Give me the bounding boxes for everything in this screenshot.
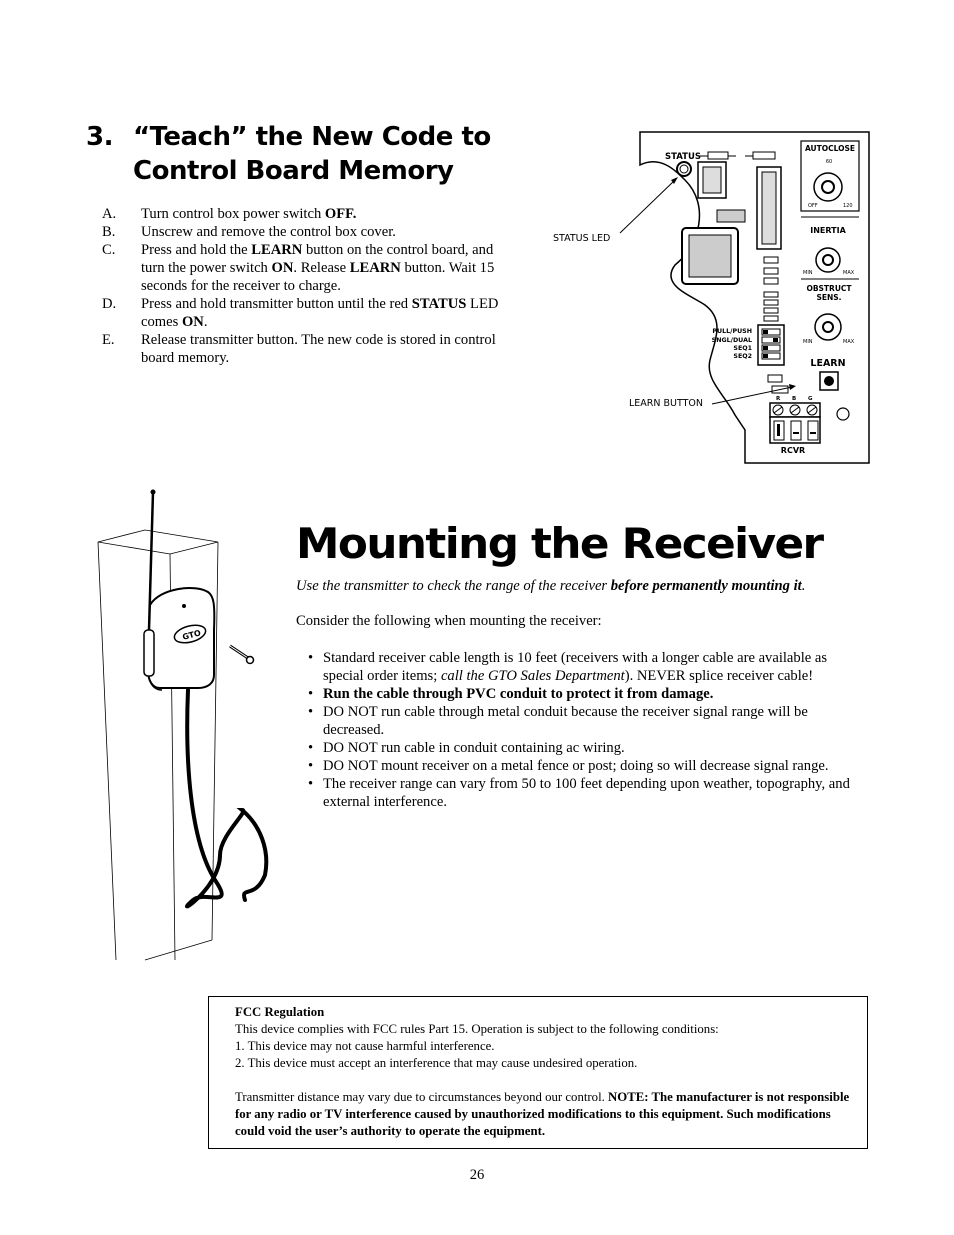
text-run: .	[203, 314, 208, 330]
fcc-title: FCC Regulation	[235, 1005, 325, 1019]
text-run: Press and hold the	[141, 242, 252, 258]
fcc-note: Transmitter distance may vary due to cir…	[235, 1089, 855, 1140]
bullet-item: • Run the cable through PVC conduit to pr…	[308, 685, 868, 703]
autoclose-120-label: 120	[843, 203, 853, 209]
bullet-dot: •	[308, 740, 314, 756]
seq1-label: SEQ1	[733, 345, 752, 352]
bullet-item: • DO NOT mount receiver on a metal fence …	[308, 757, 868, 775]
text-run: Run the cable through PVC conduit to pro…	[323, 686, 714, 702]
text-run: ). NEVER splice receiver cable!	[624, 668, 814, 684]
fcc-note-bold: NOTE: The manufacturer is not responsibl…	[235, 1090, 850, 1138]
pull-push-label: PULL/PUSH	[712, 328, 752, 335]
receiver-post-illustration: GTO	[97, 489, 269, 961]
r-label: R	[776, 396, 781, 402]
intro-end: .	[801, 578, 806, 594]
text-run: Press and hold transmitter button until …	[141, 296, 412, 312]
obstruct-label: OBSTRUCT	[806, 284, 852, 293]
section-number: 3.	[86, 122, 113, 152]
sens-label: SENS.	[816, 293, 841, 302]
autoclose-label: AUTOCLOSE	[805, 144, 855, 153]
text-run: Unscrew and remove the control box cover…	[141, 224, 396, 240]
text-run: Standard receiver cable length is 10 fee…	[323, 650, 828, 684]
bullet-list: • Standard receiver cable length is 10 fe…	[308, 649, 868, 811]
text-run: DO NOT run cable in conduit containing a…	[323, 740, 625, 756]
b-label: B	[792, 396, 796, 402]
bullet-dot: •	[308, 704, 314, 720]
step-item: C. Press and hold the LEARN button on the…	[100, 241, 510, 295]
fcc-note-plain: Transmitter distance may vary due to cir…	[235, 1090, 609, 1104]
section-title: “Teach” the New Code to Control Board Me…	[133, 122, 491, 186]
intro-italic: Use the transmitter to check the range o…	[296, 578, 611, 594]
bullet-item: • DO NOT run cable through metal conduit …	[308, 703, 868, 739]
step-letter: E.	[102, 332, 115, 348]
status-led-callout: STATUS LED	[553, 233, 611, 244]
rcvr-label: RCVR	[781, 446, 805, 455]
bullet-dot: •	[308, 686, 314, 702]
inertia-min-label: MIN	[803, 270, 813, 276]
status-text: STATUS	[665, 152, 701, 162]
text-run: DO NOT mount receiver on a metal fence o…	[323, 758, 829, 774]
text-run: LED comes	[141, 296, 499, 330]
consider-text: Consider the following when mounting the…	[296, 613, 602, 629]
inertia-label: INERTIA	[810, 226, 846, 235]
text-run: LEARN	[349, 260, 401, 276]
text-run: . Release	[293, 260, 350, 276]
page-number: 26	[469, 1167, 485, 1183]
bullet-item: • The receiver range can vary from 50 to …	[308, 775, 868, 811]
intro-bold: before permanently mounting it	[610, 578, 802, 594]
control-board-diagram: STATUS PULL/PUSH SNGL/DUAL SEQ1 SEQ2 AUT…	[619, 131, 870, 464]
intro-note: Use the transmitter to check the range o…	[296, 577, 896, 595]
text-run: STATUS	[411, 296, 467, 312]
text-run: Release transmitter button. The new code…	[141, 332, 496, 366]
seq2-label: SEQ2	[733, 353, 752, 360]
steps-list: A. Turn control box power switch OFF. B. Un…	[100, 205, 510, 367]
text-run: call the GTO Sales Department	[440, 668, 625, 684]
page-title: Mounting the Receiver	[296, 519, 824, 568]
bullet-dot: •	[308, 776, 314, 792]
learn-text: LEARN	[810, 358, 845, 369]
autoclose-60-label: 60	[826, 159, 832, 165]
text-run: OFF.	[324, 206, 357, 222]
step-letter: C.	[102, 242, 116, 258]
g-label: G	[808, 396, 813, 402]
obstruct-min-label: MIN	[803, 339, 813, 345]
text-run: The receiver range can vary from 50 to 1…	[323, 776, 850, 810]
bullet-dot: •	[308, 650, 314, 666]
step-letter: B.	[102, 224, 116, 240]
fcc-line-2: 1. This device may not cause harmful int…	[235, 1039, 495, 1053]
text-run: DO NOT run cable through metal conduit b…	[323, 704, 808, 738]
text-run: ON	[271, 260, 294, 276]
text-run: Turn control box power switch	[141, 206, 325, 222]
bullet-dot: •	[308, 758, 314, 774]
bullet-item: • Standard receiver cable length is 10 fe…	[308, 649, 868, 685]
step-letter: D.	[102, 296, 117, 312]
obstruct-max-label: MAX	[843, 339, 855, 345]
step-item: D. Press and hold transmitter button unti…	[100, 295, 510, 331]
text-run: button. Wait 15 seconds for the receiver…	[141, 260, 495, 294]
text-run: LEARN	[251, 242, 303, 258]
fcc-box: FCC Regulation This device complies with…	[208, 996, 868, 1149]
step-letter: A.	[102, 206, 117, 222]
inertia-max-label: MAX	[843, 270, 855, 276]
fcc-line-3: 2. This device must accept an interferen…	[235, 1056, 638, 1070]
step-item: E. Release transmitter button. The new co…	[100, 331, 510, 367]
step-item: B. Unscrew and remove the control box cov…	[100, 223, 510, 241]
bullet-item: • DO NOT run cable in conduit containing …	[308, 739, 868, 757]
text-run: button on the control board, and turn th…	[141, 242, 494, 276]
learn-button-callout: LEARN BUTTON	[629, 398, 704, 409]
fcc-line-1: This device complies with FCC rules Part…	[235, 1022, 719, 1036]
text-run: ON	[181, 314, 204, 330]
autoclose-off-label: OFF	[808, 203, 818, 209]
step-item: A. Turn control box power switch OFF.	[100, 205, 510, 223]
sngl-dual-label: SNGL/DUAL	[712, 337, 752, 344]
